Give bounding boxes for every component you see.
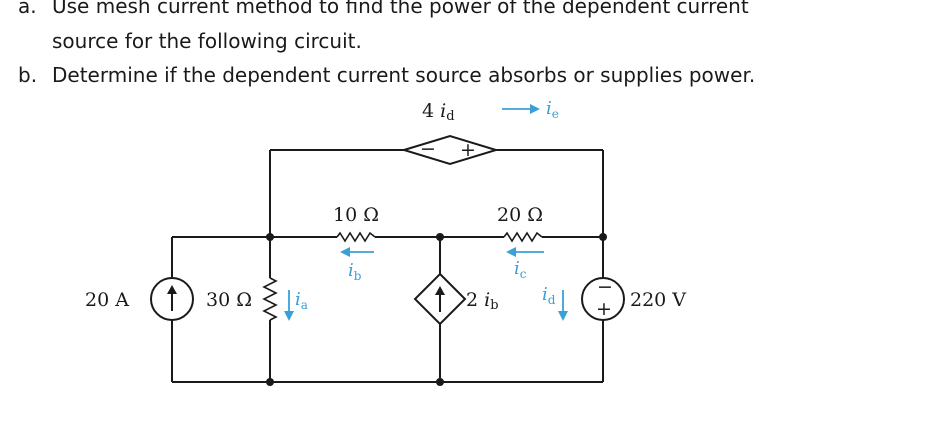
- current-ib-label: ib: [348, 260, 362, 283]
- current-ic-label: ic: [514, 258, 527, 281]
- resistor-10-label: 10 Ω: [333, 204, 379, 226]
- current-ic-arrow: ic: [506, 247, 544, 281]
- current-ib-arrow: ib: [340, 247, 374, 283]
- question-a-line-1: a.Use mesh current method to find the po…: [18, 0, 749, 18]
- question-b: b.Determine if the dependent current sou…: [18, 63, 756, 87]
- current-id-label: id: [542, 284, 556, 307]
- nodes: [266, 233, 607, 386]
- vs-plus: +: [596, 298, 612, 320]
- question-a-line-2: source for the following circuit.: [52, 29, 362, 53]
- current-id-arrow: id: [542, 284, 568, 321]
- voltage-source-220V: − + 220 V: [581, 276, 686, 321]
- resistor-10-ohm: 10 Ω: [333, 204, 379, 243]
- resistor-20-ohm: 20 Ω: [497, 204, 543, 243]
- current-ia-arrow: ia: [284, 289, 308, 321]
- current-ie-label: ie: [546, 98, 559, 121]
- wires: [171, 149, 604, 383]
- dep-voltage-minus: −: [420, 138, 436, 160]
- current-ie-arrow: ie: [502, 98, 559, 121]
- source-220V-label: 220 V: [630, 289, 686, 311]
- question-a-letter: a.: [18, 0, 37, 18]
- dep-voltage-plus: +: [460, 139, 476, 161]
- current-source-20A: 20 A: [85, 277, 194, 321]
- resistor-30-ohm: 30 Ω: [206, 277, 278, 321]
- current-ia-label: ia: [295, 289, 308, 312]
- dependent-current-source: 2 ib: [413, 272, 499, 326]
- dep-current-label: 2 ib: [466, 289, 499, 313]
- resistor-20-label: 20 Ω: [497, 204, 543, 226]
- dep-voltage-label: 4 id: [422, 100, 455, 124]
- source-20A-label: 20 A: [85, 289, 129, 311]
- vs-minus: −: [597, 276, 613, 298]
- dependent-voltage-source: − + 4 id: [400, 100, 500, 166]
- question-b-letter: b.: [18, 63, 38, 87]
- resistor-30-label: 30 Ω: [206, 289, 252, 311]
